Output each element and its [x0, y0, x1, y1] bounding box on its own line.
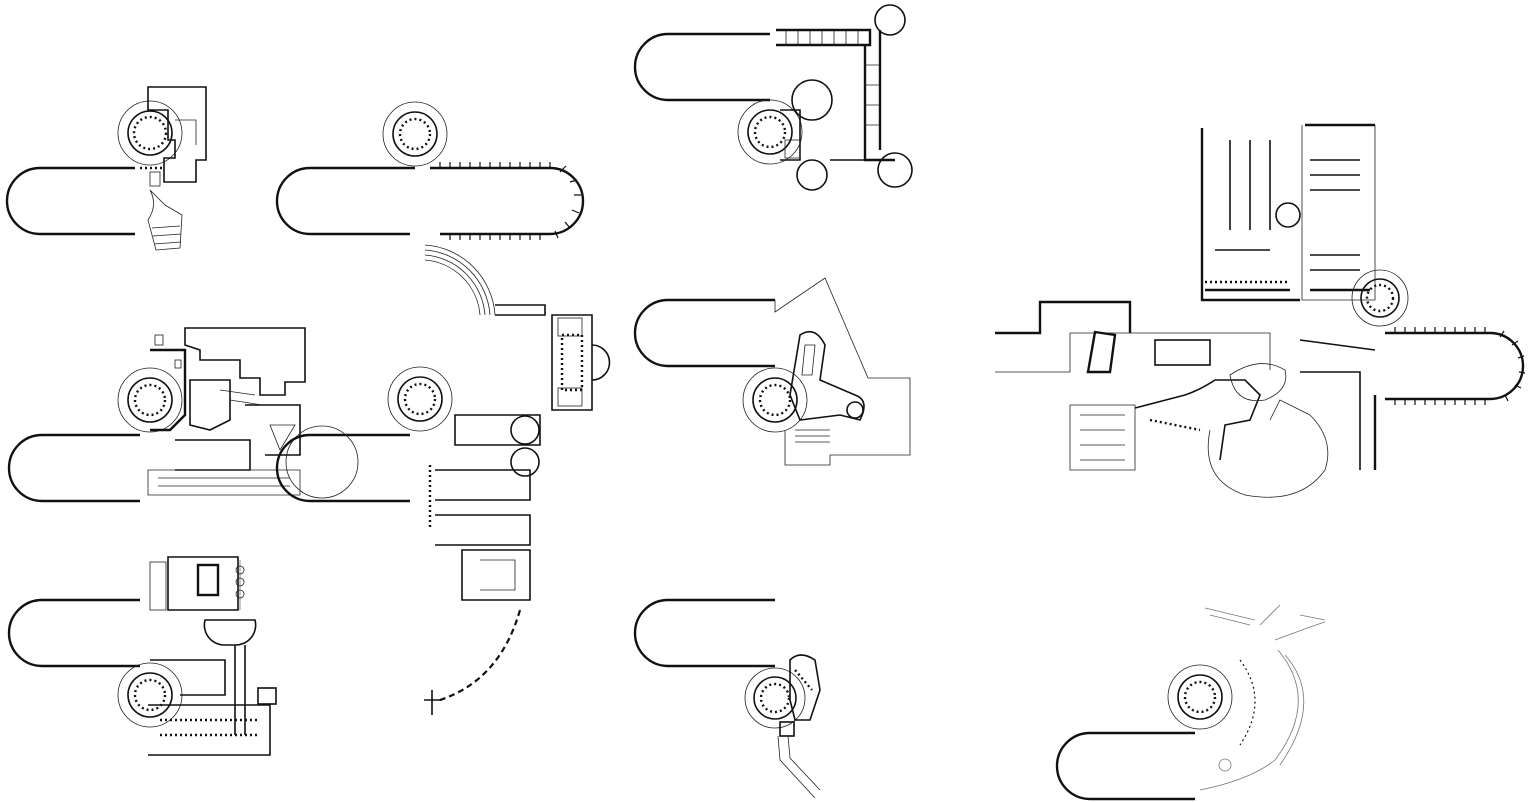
circular-rotunda: [382, 101, 448, 167]
circular-rotunda: [117, 100, 183, 166]
plan-7: [995, 123, 1526, 498]
freeform-building: [789, 330, 865, 443]
running-track: [633, 598, 775, 668]
circular-rotunda: [1167, 664, 1233, 730]
plan-5: [275, 244, 611, 715]
curved-cavea: [424, 244, 546, 316]
courtyard-building: [148, 556, 277, 756]
circular-rotunda: [387, 366, 453, 432]
plan-8: [7, 556, 277, 756]
plan-4: [7, 327, 359, 503]
small-cross-structure: [424, 690, 442, 715]
track-teeth: [1394, 327, 1526, 405]
complex-building: [147, 327, 359, 499]
running-track: [633, 32, 770, 102]
circular-rotunda: [117, 662, 183, 728]
plan-3: [633, 4, 913, 191]
running-track: [5, 166, 135, 236]
stair-ramp: [147, 189, 183, 251]
villa-building: [140, 86, 207, 187]
plan-10: [1055, 604, 1326, 801]
plan-2: [275, 101, 585, 240]
running-track-loop: [430, 166, 585, 236]
circular-rotunda: [117, 367, 183, 433]
running-track: [1055, 731, 1195, 801]
circular-rotunda: [742, 367, 808, 433]
running-track: [275, 166, 415, 236]
running-track: [7, 433, 140, 503]
dashed-arc-path: [439, 609, 522, 702]
castle-building: [776, 4, 913, 191]
running-track: [633, 298, 775, 368]
small-pavilion: [777, 654, 821, 799]
track-teeth: [439, 162, 581, 240]
plan-6: [633, 277, 911, 466]
circular-rotunda: [1351, 269, 1409, 327]
circular-rotunda: [744, 667, 806, 729]
site-outline: [774, 277, 911, 466]
running-track: [1385, 331, 1525, 401]
plan-9: [633, 598, 821, 799]
parking-garage: [1200, 123, 1376, 302]
running-track: [275, 433, 410, 503]
basilica: [551, 314, 611, 411]
bath-rooms: [428, 414, 541, 601]
running-track: [7, 598, 140, 668]
arc-path-structures: [1199, 604, 1326, 791]
plan-1: [5, 86, 207, 251]
campus-buildings: [995, 300, 1377, 498]
circular-rotunda: [737, 99, 803, 165]
